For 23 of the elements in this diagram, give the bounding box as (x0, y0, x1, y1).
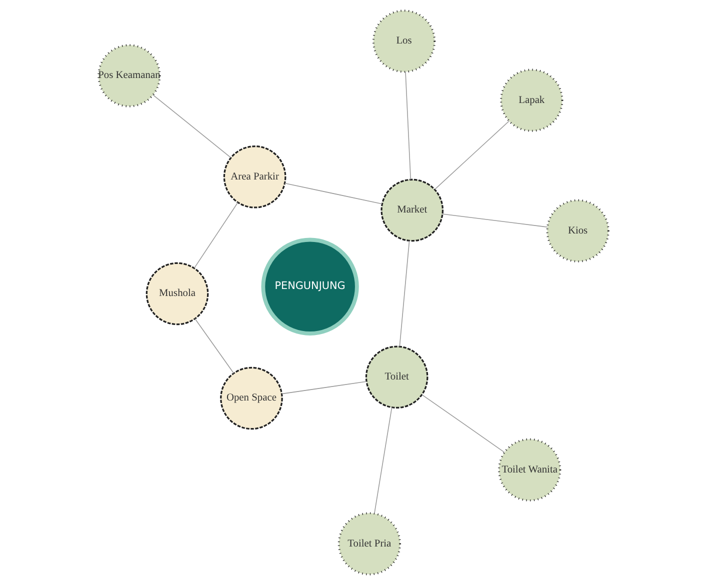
connector (284, 182, 382, 204)
node-circle: Kios (546, 199, 610, 262)
connector (194, 318, 234, 374)
node-circle: Market (380, 178, 444, 242)
node-circle: Open Space (220, 366, 283, 430)
connector (405, 72, 412, 180)
node-circle: Los (372, 10, 436, 73)
node-circle: Lapak (500, 68, 564, 132)
connector (399, 240, 410, 347)
node-circle: Toilet (365, 346, 428, 409)
node-circle: Toilet Wanita (498, 438, 562, 502)
node-circle: Area Parkir (223, 145, 286, 208)
connector (434, 120, 510, 190)
connector (374, 407, 392, 514)
node-circle: Toilet Pria (338, 512, 402, 576)
connector (442, 214, 548, 228)
connector (152, 94, 232, 158)
node-circle: PENGUNJUNG (261, 238, 359, 336)
connector (282, 381, 367, 394)
node-circle: Mushola (146, 262, 209, 326)
node-circle: Pos Keamanan (98, 44, 161, 108)
connector (422, 394, 505, 453)
connector (194, 202, 238, 268)
